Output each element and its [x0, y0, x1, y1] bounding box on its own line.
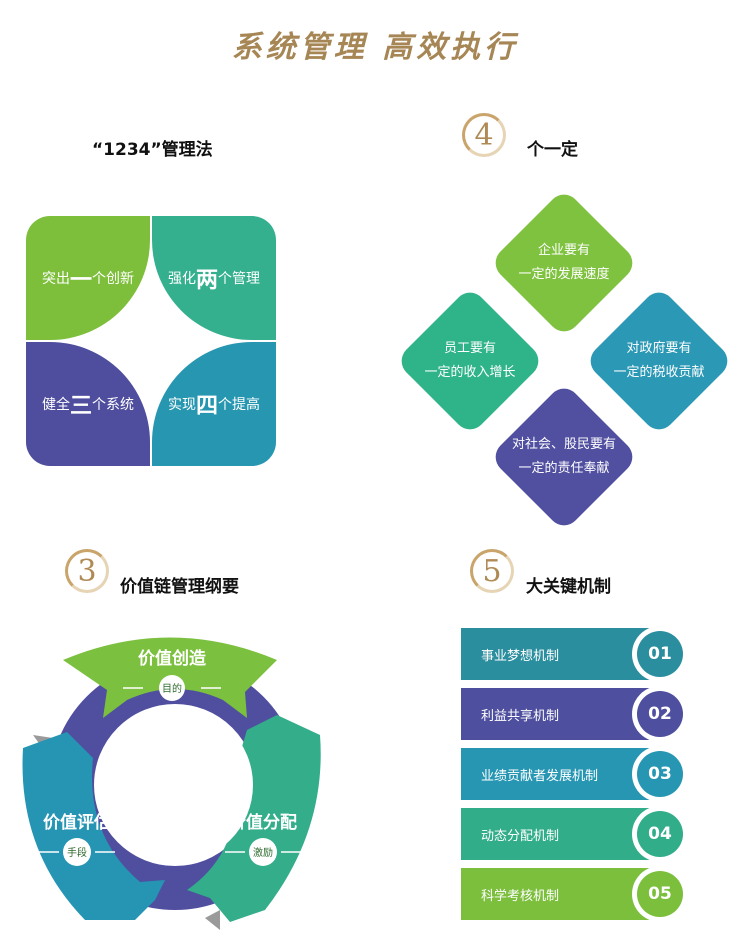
quad-item-3: 健全三个系统 — [26, 342, 150, 466]
mechanism-number-badge: 02 — [632, 686, 688, 742]
mechanism-number-badge: 04 — [632, 806, 688, 862]
section-4-number-badge: 4 — [462, 113, 506, 157]
diamond-line2: 一定的发展速度 — [518, 267, 610, 282]
segment-evaluate — [22, 732, 165, 920]
mechanism-item-4: 动态分配机制 04 — [461, 806, 688, 862]
section-5-title: 大关键机制 — [526, 577, 611, 597]
quad-item-1-pre: 突出 — [41, 271, 70, 287]
quad-item-2-post: 个管理 — [218, 271, 260, 287]
quad-item-2-big: 两 — [195, 268, 218, 293]
segment-evaluate-sub-badge — [63, 838, 91, 866]
mechanism-label: 业绩贡献者发展机制 — [461, 748, 661, 800]
segment-create-label: 价值创造 — [138, 648, 207, 669]
section-3-title: 价值链管理纲要 — [120, 577, 239, 597]
diamond-line1: 员工要有 — [443, 341, 496, 356]
section-4-title: 个一定 — [527, 140, 578, 160]
segment-distribute — [187, 715, 321, 922]
quad-item-3-big: 三 — [69, 394, 92, 419]
section-3-number-badge: 3 — [65, 549, 109, 593]
mechanism-number-badge: 05 — [632, 866, 688, 922]
diamond-item-3: 对政府要有一定的税收贡献 — [584, 286, 734, 436]
segment-distribute-sub: 激励 — [253, 846, 273, 859]
quad-item-3-post: 个系统 — [92, 397, 134, 413]
mechanism-label: 事业梦想机制 — [461, 628, 661, 680]
quad-item-1-big: 一 — [69, 268, 92, 293]
value-chain-ring: 价值创造 目的 价值分配 激励 价值评估 手段 — [22, 637, 321, 930]
quad-item-1: 突出一个创新 — [26, 216, 150, 340]
quad-item-4-big: 四 — [195, 394, 218, 419]
mechanism-number: 01 — [637, 631, 683, 677]
mechanism-number: 05 — [637, 871, 683, 917]
mechanism-label: 动态分配机制 — [461, 808, 661, 860]
diamond-line2: 一定的税收贡献 — [613, 365, 705, 380]
segment-create-sub: 目的 — [162, 682, 182, 695]
section-1234-title: “1234”管理法 — [92, 140, 213, 160]
mechanism-label: 科学考核机制 — [461, 868, 661, 920]
diamond-line1: 对社会、股民要有 — [511, 437, 616, 452]
ring-shadow — [205, 910, 220, 930]
quad-item-4-post: 个提高 — [218, 397, 260, 413]
ring-center — [97, 707, 253, 863]
segment-distribute-sub-badge — [249, 838, 277, 866]
mechanism-number: 04 — [637, 811, 683, 857]
quad-diagram: 突出一个创新 强化两个管理 健全三个系统 实现四个提高 — [26, 216, 276, 468]
mechanism-number-badge: 01 — [632, 626, 688, 682]
mechanism-item-1: 事业梦想机制 01 — [461, 626, 688, 682]
diamond-item-4: 对社会、股民要有一定的责任奉献 — [489, 382, 639, 532]
mechanism-item-5: 科学考核机制 05 — [461, 866, 688, 922]
mechanism-number: 02 — [637, 691, 683, 737]
quad-item-3-pre: 健全 — [41, 397, 70, 413]
mechanism-number-badge: 03 — [632, 746, 688, 802]
diamond-line2: 一定的责任奉献 — [518, 461, 610, 476]
mechanism-label: 利益共享机制 — [461, 688, 661, 740]
mechanism-item-3: 业绩贡献者发展机制 03 — [461, 746, 688, 802]
segment-distribute-label: 价值分配 — [229, 812, 297, 833]
quad-item-4: 实现四个提高 — [152, 342, 276, 466]
section-5-number-badge: 5 — [470, 549, 514, 593]
diamond-line1: 对政府要有 — [626, 341, 692, 356]
mechanism-item-2: 利益共享机制 02 — [461, 686, 688, 742]
diamond-item-1: 企业要有一定的发展速度 — [489, 188, 639, 338]
mechanism-number: 03 — [637, 751, 683, 797]
segment-evaluate-sub: 手段 — [67, 846, 87, 859]
page-title: 系统管理 高效执行 — [231, 30, 519, 65]
diamond-line1: 企业要有 — [537, 243, 590, 258]
quad-item-2-pre: 强化 — [167, 271, 196, 287]
quad-item-4-pre: 实现 — [167, 397, 196, 413]
segment-evaluate-label: 价值评估 — [43, 812, 111, 833]
diamond-line2: 一定的收入增长 — [424, 365, 516, 380]
diamond-item-2: 员工要有一定的收入增长 — [395, 286, 545, 436]
segment-create-sub-badge — [159, 675, 185, 701]
quad-item-2: 强化两个管理 — [152, 216, 276, 340]
quad-item-1-post: 个创新 — [92, 271, 134, 287]
